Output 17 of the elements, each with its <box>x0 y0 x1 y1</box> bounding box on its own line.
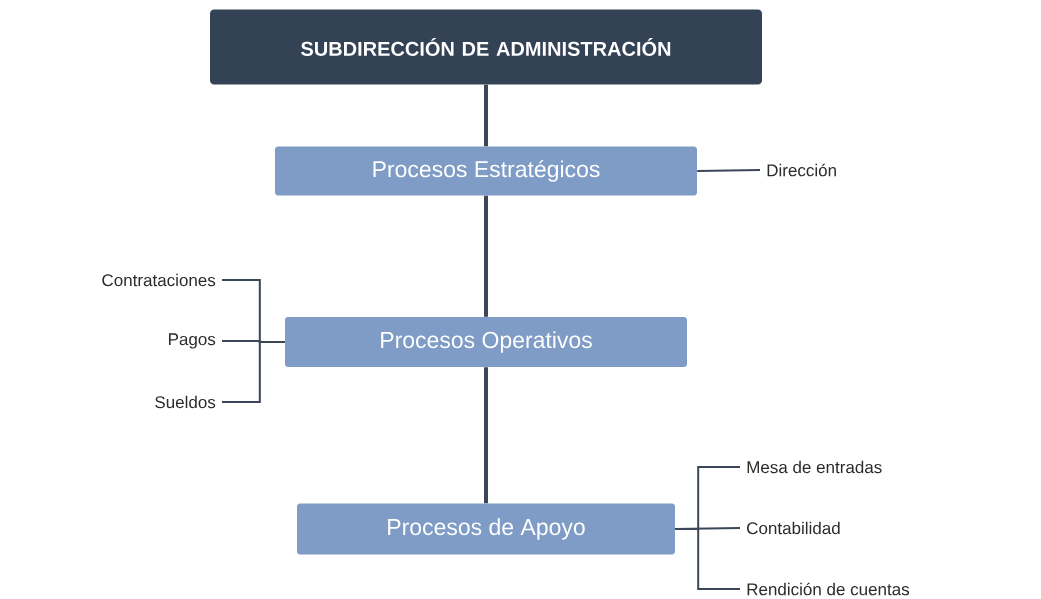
item-label: Contrataciones <box>102 273 216 287</box>
item-label: Dirección <box>767 163 836 177</box>
connector-line <box>221 341 286 403</box>
connector-line <box>484 367 488 504</box>
item-label: Contabilidad <box>747 521 840 535</box>
item-label: Rendición de cuentas <box>747 582 910 596</box>
process-box: Procesos de Apoyo <box>297 503 675 555</box>
connector-line <box>696 169 761 172</box>
process-box: Procesos Operativos <box>285 317 687 367</box>
process-box: Procesos Estratégicos <box>275 146 697 196</box>
connector-line <box>484 195 488 317</box>
connector-line <box>674 528 741 590</box>
item-label: Pagos <box>169 333 216 349</box>
connector-line <box>484 84 488 147</box>
item-label: Sueldos <box>155 395 216 409</box>
item-label: Mesa de entradas <box>747 460 882 474</box>
heading-box: SUBDIRECCIÓN DE ADMINISTRACIÓN <box>210 9 762 85</box>
